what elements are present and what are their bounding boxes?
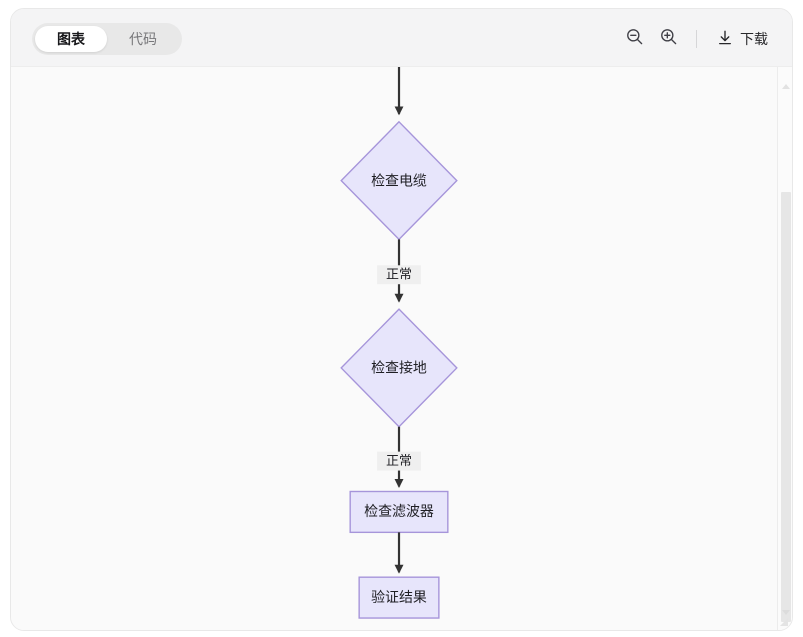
- card-header: 图表 代码: [11, 9, 792, 67]
- node-n2-label: 检查接地: [371, 360, 427, 376]
- toolbar-divider: [696, 30, 697, 48]
- download-icon: [716, 29, 734, 50]
- node-n1[interactable]: 检查电缆: [340, 120, 458, 241]
- zoom-out-icon: [625, 27, 644, 51]
- scroll-down-triangle-icon: [781, 610, 790, 615]
- download-button[interactable]: 下载: [710, 24, 774, 54]
- edge-n1-to-n2-label: 正常: [386, 267, 412, 282]
- node-n3[interactable]: 检查滤波器: [349, 490, 449, 534]
- node-n4-label: 验证结果: [371, 589, 427, 605]
- zoom-in-button[interactable]: [653, 24, 683, 54]
- edge-label-bg-2: [377, 451, 421, 471]
- diagram-card: 图表 代码: [10, 8, 793, 631]
- flowchart-svg: 检查电缆 正常 检查接地 正常 检查滤波器: [340, 67, 458, 619]
- tab-chart[interactable]: 图表: [35, 26, 107, 52]
- tab-chart-label: 图表: [57, 31, 85, 47]
- download-label: 下载: [740, 31, 768, 47]
- scrollbar-thumb[interactable]: [781, 192, 791, 622]
- tab-code[interactable]: 代码: [107, 26, 179, 52]
- zoom-out-button[interactable]: [619, 24, 649, 54]
- vertical-scrollbar[interactable]: [777, 67, 792, 630]
- zoom-in-icon: [659, 27, 678, 51]
- edge-n2-to-n3-label: 正常: [386, 453, 412, 468]
- node-n1-label: 检查电缆: [371, 172, 427, 188]
- tab-code-label: 代码: [129, 31, 157, 47]
- scroll-up-arrow[interactable]: [778, 79, 792, 94]
- edge-label-bg-1: [377, 265, 421, 285]
- node-n3-label: 检查滤波器: [364, 503, 434, 519]
- resize-handle[interactable]: [777, 615, 789, 627]
- scroll-up-triangle-icon: [781, 84, 790, 89]
- diagram-canvas[interactable]: 检查电缆 正常 检查接地 正常 检查滤波器: [11, 67, 792, 630]
- node-n4[interactable]: 验证结果: [358, 576, 440, 619]
- view-tabs: 图表 代码: [32, 23, 182, 55]
- scroll-down-arrow[interactable]: [778, 605, 792, 620]
- node-n3-shape: [349, 490, 449, 534]
- node-n2[interactable]: 检查接地: [340, 308, 458, 428]
- node-n4-shape: [358, 576, 440, 619]
- diagram-toolbar: 下载: [619, 23, 774, 55]
